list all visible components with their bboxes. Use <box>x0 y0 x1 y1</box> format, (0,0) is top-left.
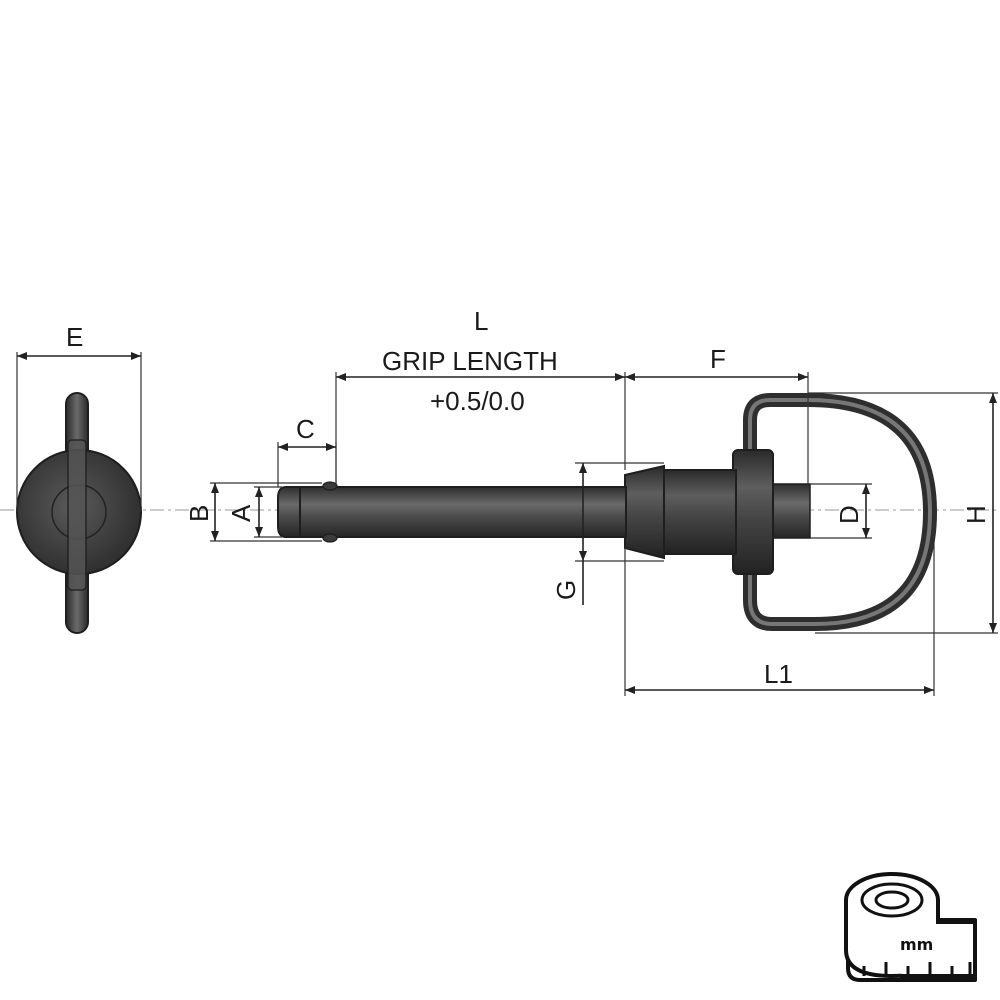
dimension-a: A <box>226 486 282 538</box>
unit-label-mm: mm <box>900 935 933 954</box>
label-b: B <box>184 505 214 522</box>
label-h: H <box>961 505 991 524</box>
label-grip-length: GRIP LENGTH <box>382 346 558 376</box>
dimension-g: G <box>551 462 664 605</box>
handle-body <box>663 469 737 555</box>
dimension-h: H <box>808 392 998 634</box>
dimension-c: C <box>277 414 337 487</box>
label-l: L <box>474 306 488 336</box>
dimension-e: E <box>16 322 142 512</box>
label-d: D <box>834 505 864 524</box>
dimension-l: L GRIP LENGTH +0.5/0.0 <box>335 306 626 486</box>
label-c: C <box>296 414 315 444</box>
tape-measure-icon: mm <box>844 872 977 982</box>
dimension-d: D <box>810 483 872 539</box>
end-view-ring-front <box>67 439 87 591</box>
pin-tip <box>277 486 301 538</box>
tapered-sleeve <box>624 464 665 560</box>
collar <box>732 449 774 575</box>
locking-ball-bottom <box>322 533 338 543</box>
label-e: E <box>66 322 83 352</box>
dimension-f: F <box>625 344 809 484</box>
label-f: F <box>710 344 726 374</box>
pin-shaft <box>299 486 627 538</box>
label-a: A <box>226 504 256 522</box>
pin-side-view <box>277 393 937 631</box>
dimension-l1: L1 <box>624 520 935 696</box>
rear-stem <box>769 483 811 539</box>
label-tolerance: +0.5/0.0 <box>430 386 525 416</box>
end-view <box>16 392 142 634</box>
label-l1: L1 <box>764 659 793 689</box>
dimension-b: B <box>184 482 322 542</box>
label-g: G <box>551 580 581 600</box>
locking-ball-top <box>322 481 338 491</box>
